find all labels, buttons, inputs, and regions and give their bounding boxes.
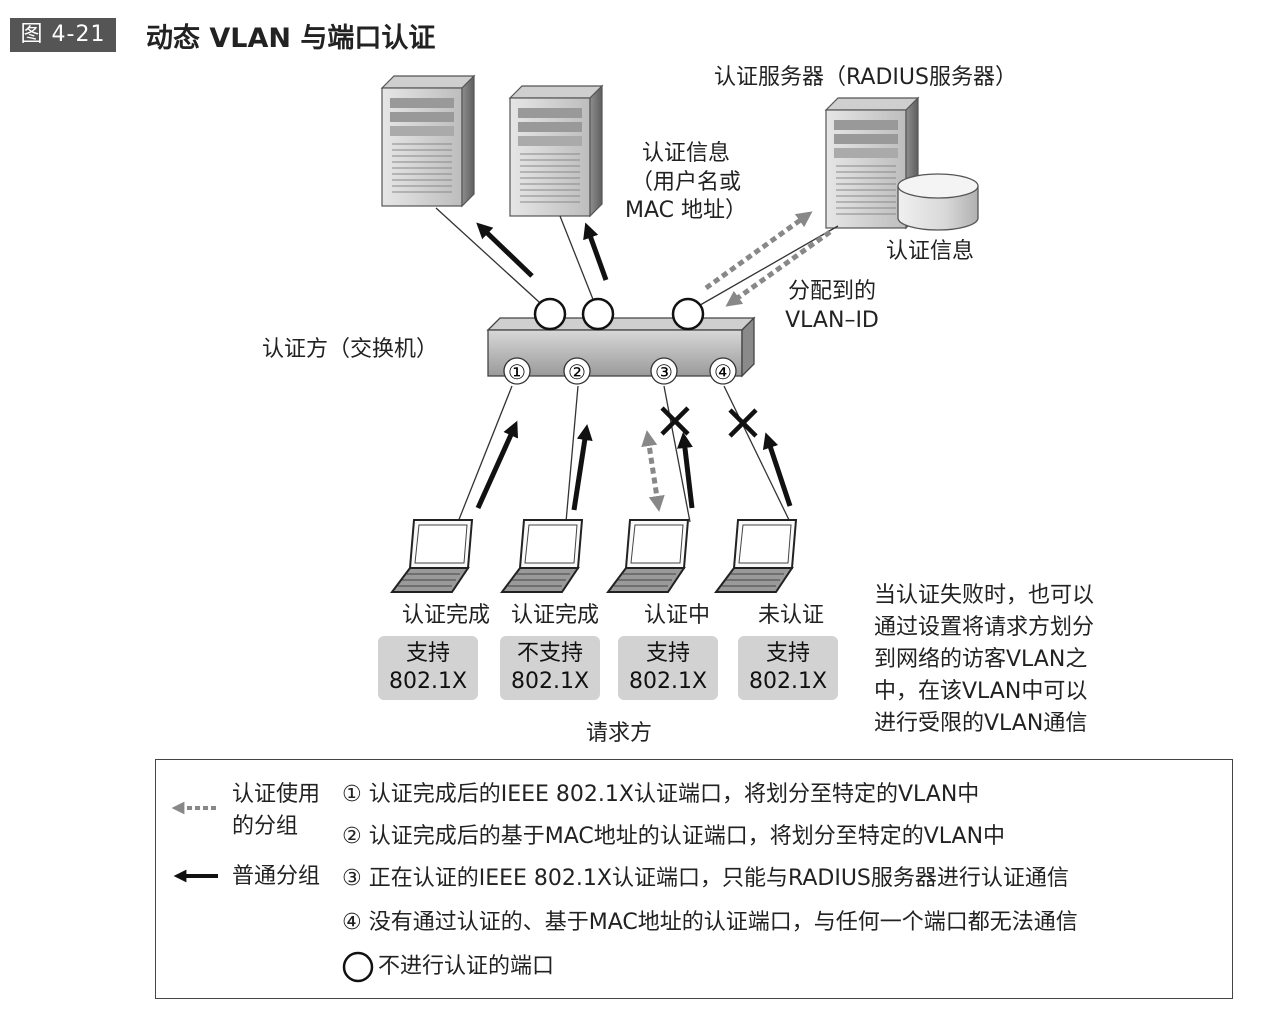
legend-item-1: ① 认证完成后的IEEE 802.1X认证端口，将划分至特定的VLAN中 (342, 782, 980, 807)
legend-normal-packet: 普通分组 (232, 864, 321, 889)
auth-info-line-2: （用户名或 (630, 169, 741, 195)
blocked-port-3-icon (660, 406, 690, 436)
note-line-5: 进行受限的VLAN通信 (874, 711, 1088, 736)
auth-info-label: 认证信息 （用户名或 MAC 地址） (616, 140, 756, 226)
laptop-3-icon (607, 519, 689, 593)
client-4-support-badge: 支持 802.1X (738, 636, 838, 700)
client-2-support-line-1: 不支持 (516, 641, 583, 666)
port-label-4: ④ (714, 360, 732, 384)
client-4-status: 未认证 (757, 603, 824, 628)
legend-item-2: ② 认证完成后的基于MAC地址的认证端口，将划分至特定的VLAN中 (342, 824, 1006, 849)
supplicant-label: 请求方 (586, 721, 653, 746)
server-1-icon (381, 75, 475, 207)
port-label-3: ③ (655, 360, 673, 384)
client-4-support-line-1: 支持 (765, 641, 810, 666)
client-1-support-badge: 支持 802.1X (378, 636, 478, 700)
client-3-support-badge: 支持 802.1X (618, 636, 718, 700)
blocked-port-4-icon (728, 408, 758, 438)
guest-vlan-note: 当认证失败时，也可以 通过设置将请求方划分 到网络的访客VLAN之 中，在该VL… (874, 580, 1094, 740)
client-2-support-badge: 不支持 802.1X (500, 636, 600, 700)
legend-open-port-label: 不进行认证的端口 (378, 954, 555, 979)
authenticator-label: 认证方（交换机） (262, 337, 439, 362)
server-2-icon (509, 85, 603, 217)
auth-info-line-1: 认证信息 (641, 141, 730, 166)
open-port-1 (533, 297, 567, 331)
assigned-vlan-line-2: VLAN–ID (785, 307, 879, 333)
laptop-2-icon (501, 519, 583, 593)
port-label-2: ② (568, 360, 586, 384)
client-3-support-line-1: 支持 (645, 641, 690, 666)
client-4-support-line-2: 802.1X (748, 669, 828, 694)
legend-auth-packet-line-2: 的分组 (232, 814, 299, 839)
auth-info-line-3: MAC 地址） (625, 198, 747, 224)
figure-title: 动态 VLAN 与端口认证 (146, 23, 436, 54)
client-3-support-line-2: 802.1X (628, 669, 708, 694)
auth-server-label: 认证服务器（RADIUS服务器） (714, 65, 1017, 90)
database-label: 认证信息 (886, 239, 975, 264)
note-line-3: 到网络的访客VLAN之 (874, 647, 1088, 672)
port-label-1: ① (508, 360, 526, 384)
client-1-status: 认证完成 (401, 603, 490, 628)
legend-item-3: ③ 正在认证的IEEE 802.1X认证端口，只能与RADIUS服务器进行认证通… (342, 866, 1069, 891)
legend-box (155, 759, 1233, 999)
note-line-4: 中，在该VLAN中可以 (874, 679, 1088, 704)
database-icon (897, 173, 979, 231)
open-port-2 (581, 297, 615, 331)
client-1-support-line-1: 支持 (405, 641, 450, 666)
assigned-vlan-label: 分配到的 VLAN–ID (770, 278, 894, 335)
note-line-1: 当认证失败时，也可以 (874, 583, 1095, 608)
assigned-vlan-line-1: 分配到的 (787, 279, 876, 304)
legend-item-4: ④ 没有通过认证的、基于MAC地址的认证端口，与任何一个端口都无法通信 (342, 910, 1078, 935)
laptop-1-icon (391, 519, 473, 593)
figure-number-tag: 图 4-21 (10, 18, 116, 52)
client-2-support-line-2: 802.1X (510, 669, 590, 694)
port-markers: ① ② ③ ④ (503, 357, 737, 385)
legend-open-port-icon (342, 951, 374, 983)
note-line-2: 通过设置将请求方划分 (874, 615, 1095, 640)
client-3-status: 认证中 (643, 603, 710, 628)
legend-auth-packet-line-1: 认证使用 (232, 782, 321, 807)
client-2-status: 认证完成 (510, 603, 599, 628)
open-port-3 (671, 297, 705, 331)
laptop-4-icon (715, 519, 797, 593)
client-1-support-line-2: 802.1X (388, 669, 468, 694)
